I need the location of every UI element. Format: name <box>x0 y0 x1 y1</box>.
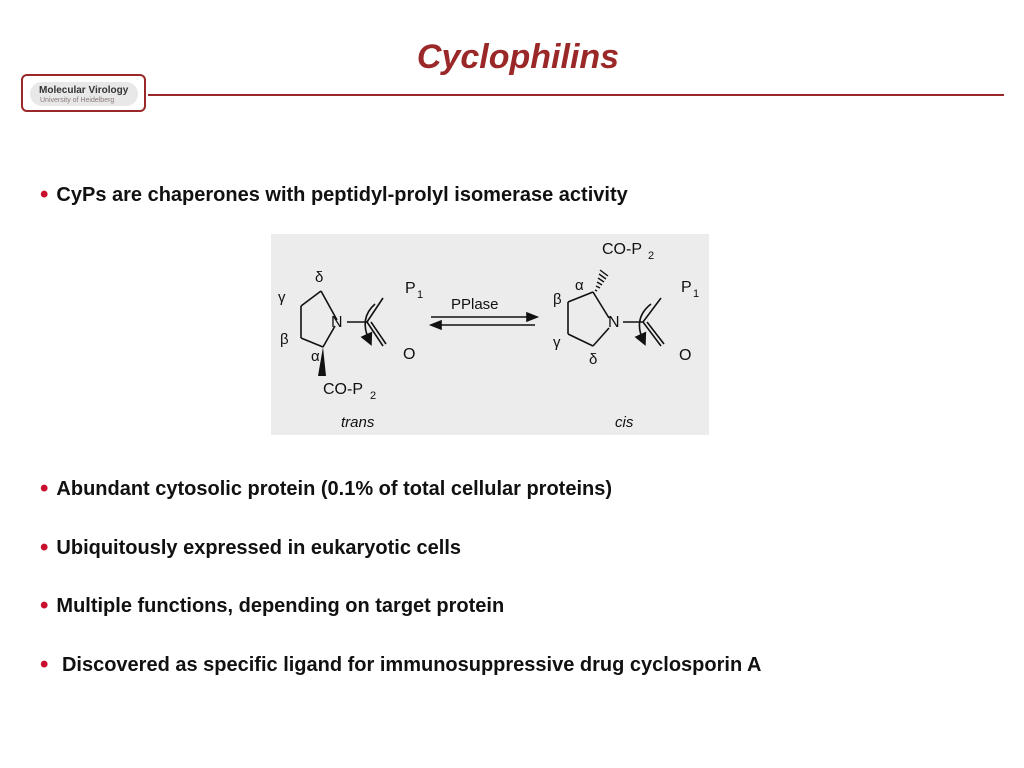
trans-nitrogen-label: N <box>331 314 343 331</box>
cis-co-p2-label: CO-P <box>602 241 642 258</box>
trans-co-p2-label: CO-P <box>323 381 363 398</box>
cis-p1-subscript: 1 <box>693 288 699 300</box>
bullet-item: • Multiple functions, depending on target… <box>40 591 504 619</box>
bullet-marker: • <box>40 592 49 619</box>
equilibrium-arrows <box>428 311 540 331</box>
isomerization-diagram: δ γ β α N P 1 O CO-P 2 trans PPlase <box>278 241 699 431</box>
cis-gamma-label: γ <box>553 334 561 351</box>
cis-isomer <box>567 291 665 347</box>
molecular-virology-logo: Molecular Virology University of Heidelb… <box>21 74 146 112</box>
bullet-marker: • <box>40 651 49 678</box>
cis-beta-label: β <box>553 291 562 308</box>
logo-name: Molecular Virology <box>39 85 129 96</box>
cis-alpha-label: α <box>575 277 584 294</box>
pplase-label: PPlase <box>451 296 499 313</box>
title-divider <box>148 94 1004 96</box>
bullet-text: Abundant cytosolic protein (0.1% of tota… <box>56 478 613 500</box>
bullet-item: • Abundant cytosolic protein (0.1% of tot… <box>40 474 612 502</box>
trans-delta-label: δ <box>315 269 323 286</box>
bullet-text: Discovered as specific ligand for immuno… <box>56 654 762 676</box>
cis-caption: cis <box>615 414 634 431</box>
trans-isomer <box>300 290 387 348</box>
prolyl-isomerization-figure: δ γ β α N P 1 O CO-P 2 trans PPlase <box>271 234 709 435</box>
trans-alpha-label: α <box>311 348 320 365</box>
wedge-bond <box>318 347 326 376</box>
bullet-text: Multiple functions, depending on target … <box>56 595 505 617</box>
logo-subtitle: University of Heidelberg <box>40 97 115 104</box>
logo-badge <box>30 82 138 106</box>
bullet-marker: • <box>40 534 49 561</box>
trans-gamma-label: γ <box>278 289 286 306</box>
cis-oxygen-label: O <box>679 347 691 364</box>
bullet-marker: • <box>40 475 49 502</box>
trans-beta-label: β <box>280 331 289 348</box>
cis-delta-label: δ <box>589 351 597 368</box>
slide-title: Cyclophilins <box>416 38 620 76</box>
cis-nitrogen-label: N <box>608 314 620 331</box>
trans-oxygen-label: O <box>403 346 415 363</box>
bullet-text: CyPs are chaperones with peptidyl-prolyl… <box>56 184 628 206</box>
bullet-item: • Ubiquitously expressed in eukaryotic ce… <box>40 533 461 561</box>
cis-co-p2-subscript: 2 <box>648 250 654 262</box>
trans-p1-subscript: 1 <box>417 289 423 301</box>
bullet-text: Ubiquitously expressed in eukaryotic cel… <box>56 537 461 559</box>
trans-p1-label: P <box>405 280 416 297</box>
bullet-marker: • <box>40 181 49 208</box>
hashed-bond <box>594 269 609 292</box>
bullet-item: • CyPs are chaperones with peptidyl-proly… <box>40 180 628 208</box>
trans-caption: trans <box>341 414 375 431</box>
trans-co-p2-subscript: 2 <box>370 390 376 402</box>
bullet-item: • Discovered as specific ligand for immu… <box>40 650 761 678</box>
cis-p1-label: P <box>681 279 692 296</box>
